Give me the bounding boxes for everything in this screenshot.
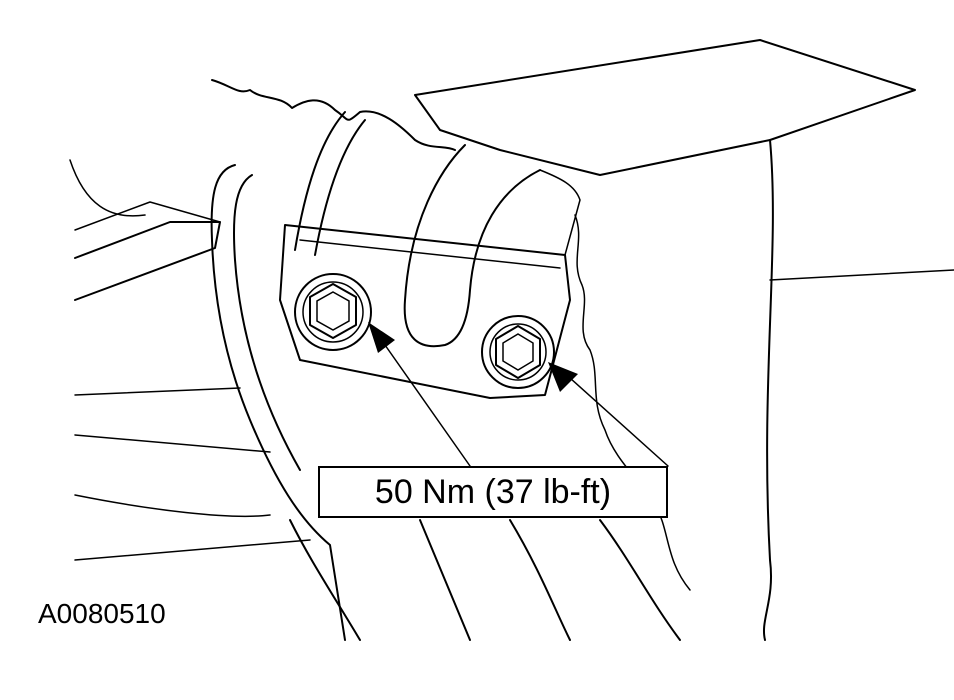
bracket-band-inner: [232, 174, 301, 471]
hanger-strap-center: [403, 144, 541, 348]
torque-callout: 50 Nm (37 lb-ft): [318, 466, 668, 518]
frame-right: [763, 139, 774, 641]
torque-callout-text: 50 Nm (37 lb-ft): [374, 473, 612, 511]
bracket-band-outer: [210, 164, 346, 641]
leader-left: [368, 322, 471, 467]
leader-right: [548, 362, 669, 467]
left-rail: [74, 221, 221, 301]
bracket-lower-edge: [289, 519, 681, 641]
body-panel-outline: [211, 79, 456, 151]
frame-right-inner: [769, 269, 954, 281]
torn-edge: [574, 214, 691, 591]
figure-id: A0080510: [38, 598, 166, 629]
upper-panel: [414, 39, 916, 176]
bolt-left: [294, 273, 372, 351]
plate-edge: [299, 239, 561, 269]
left-rail-line: [74, 201, 221, 231]
left-curve: [69, 159, 146, 217]
lower-left-lines: [74, 387, 311, 561]
hanger-strap-right: [539, 169, 581, 256]
bolt-right: [481, 315, 555, 389]
hanger-strap-left: [294, 111, 366, 256]
